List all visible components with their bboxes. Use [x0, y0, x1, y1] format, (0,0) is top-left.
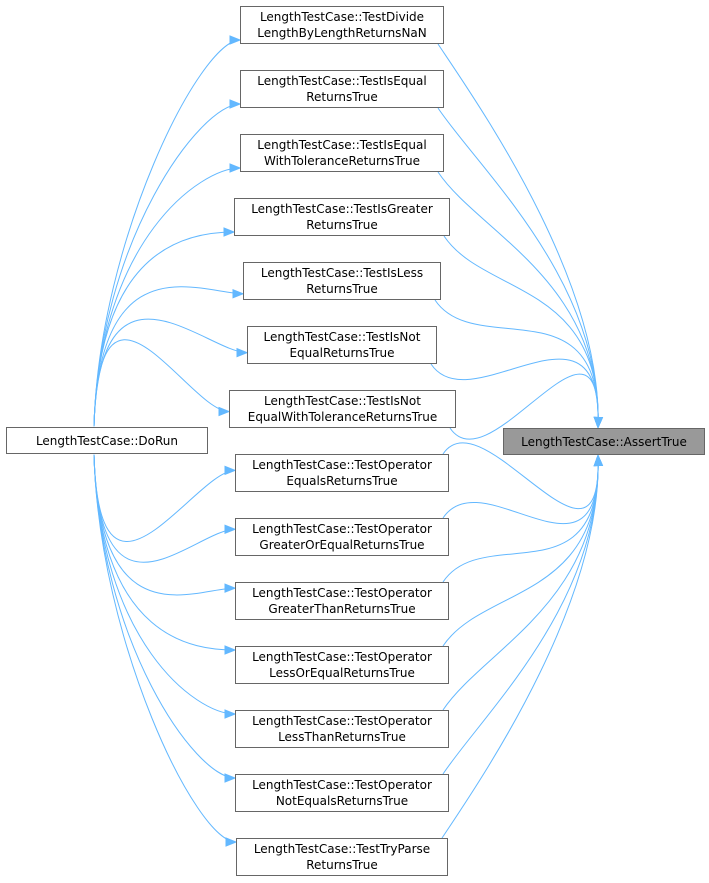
node-label-line-2: GreaterOrEqualReturnsTrue [259, 538, 425, 552]
node-test-is-equal[interactable]: LengthTestCase::TestIsEqual ReturnsTrue [240, 70, 444, 108]
edge-dorun-to-t4 [93, 231, 235, 427]
node-label-line-1: LengthTestCase::TestOperator [252, 778, 432, 792]
edge-t5-to-assert [434, 299, 599, 428]
node-label-line-2: GreaterThanReturnsTrue [268, 602, 416, 616]
edge-dorun-to-t8 [93, 454, 236, 542]
node-label-line-1: LengthTestCase::TestIsNot [263, 330, 421, 344]
node-label-line-1: LengthTestCase::TestIsGreater [251, 202, 433, 216]
node-label-line-2: LessThanReturnsTrue [278, 730, 406, 744]
edge-dorun-to-t2-arrowhead [229, 99, 242, 109]
node-test-operator-less-or-equal[interactable]: LengthTestCase::TestOperator LessOrEqual… [235, 646, 449, 684]
edge-dorun-to-t11-arrowhead [224, 645, 237, 655]
node-label-line-1: LengthTestCase::AssertTrue [521, 434, 687, 449]
node-test-is-equal-with-tolerance[interactable]: LengthTestCase::TestIsEqual WithToleranc… [240, 134, 444, 172]
node-label-line-2: ReturnsTrue [306, 90, 378, 104]
node-assert-true: LengthTestCase::AssertTrue [503, 428, 705, 455]
node-label-line-2: ReturnsTrue [306, 282, 378, 296]
node-label-line-2: WithToleranceReturnsTrue [263, 154, 421, 168]
edge-dorun-to-t6-arrowhead [236, 347, 249, 358]
node-label-line-2: NotEqualsReturnsTrue [275, 794, 409, 808]
edge-dorun-to-t5 [93, 286, 244, 427]
node-label-line-1: LengthTestCase::TestIsEqual [257, 138, 427, 152]
edge-dorun-to-t1 [93, 39, 241, 427]
node-label-line-1: LengthTestCase::TestIsEqual [257, 74, 427, 88]
edge-t7-to-assert [449, 373, 599, 440]
edge-dorun-to-t13 [93, 454, 236, 779]
edge-dorun-to-t5-arrowhead [232, 289, 245, 299]
node-test-operator-equals[interactable]: LengthTestCase::TestOperator EqualsRetur… [235, 454, 449, 492]
edge-t8-to-assert [442, 442, 599, 510]
edge-t12-to-assert [442, 455, 599, 711]
edge-dorun-to-t12-arrowhead [224, 709, 237, 719]
edge-dorun-to-t10 [93, 454, 236, 596]
node-test-is-greater[interactable]: LengthTestCase::TestIsGreater ReturnsTru… [234, 198, 450, 236]
node-label-line-1: LengthTestCase::TestOperator [252, 586, 432, 600]
edge-dorun-to-t3 [93, 167, 241, 427]
edge-dorun-to-t10-arrowhead [224, 583, 237, 593]
node-label-line-1: LengthTestCase::DoRun [35, 433, 179, 448]
node-label-line-2: ReturnsTrue [306, 218, 378, 232]
node-label-line-1: LengthTestCase::TestIsNot [264, 394, 421, 408]
node-label-line-2: LessOrEqualReturnsTrue [269, 666, 415, 680]
edge-dorun-to-t13-arrowhead [224, 773, 237, 783]
edge-t7-to-assert-arrowhead [593, 416, 604, 429]
edge-dorun-to-t9-arrowhead [224, 524, 237, 535]
node-test-operator-not-equals[interactable]: LengthTestCase::TestOperator NotEqualsRe… [235, 774, 449, 812]
edge-t6-to-assert [430, 358, 599, 428]
node-test-is-not-equal[interactable]: LengthTestCase::TestIsNot EqualReturnsTr… [247, 326, 437, 364]
edge-t13-to-assert [442, 455, 599, 775]
edge-dorun-to-t3-arrowhead [229, 163, 242, 173]
edge-t9-to-assert [442, 455, 599, 525]
edge-dorun-to-t1-arrowhead [229, 35, 242, 45]
node-label-line-2: EqualsReturnsTrue [286, 474, 398, 488]
node-test-operator-less-than[interactable]: LengthTestCase::TestOperator LessThanRet… [235, 710, 449, 748]
node-test-operator-greater-than[interactable]: LengthTestCase::TestOperator GreaterThan… [235, 582, 449, 620]
node-label-line-1: LengthTestCase::TestDivide [259, 10, 425, 24]
node-label-line-2: ReturnsTrue [306, 858, 378, 872]
edge-t3-to-assert [437, 171, 599, 428]
edge-dorun-to-t7-arrowhead [218, 406, 231, 417]
edge-t1-to-assert [437, 43, 599, 428]
node-label-line-1: LengthTestCase::TestIsLess [260, 266, 424, 280]
edge-t4-to-assert [443, 235, 599, 428]
edge-dorun-to-t9 [93, 454, 236, 563]
node-label-line-1: LengthTestCase::TestTryParse [253, 842, 431, 856]
edge-dorun-to-t7 [93, 339, 230, 427]
edge-dorun-to-t14 [93, 454, 237, 843]
edge-dorun-to-t12 [93, 454, 236, 715]
node-test-divide-length-by-length[interactable]: LengthTestCase::TestDivide LengthByLengt… [240, 6, 444, 44]
edge-t2-to-assert [437, 107, 599, 428]
edge-t10-to-assert [442, 455, 599, 583]
node-test-try-parse[interactable]: LengthTestCase::TestTryParse ReturnsTrue [236, 838, 448, 876]
node-dorun[interactable]: LengthTestCase::DoRun [6, 427, 208, 454]
edge-t14-to-assert-arrowhead [593, 454, 604, 467]
node-label-line-2: EqualReturnsTrue [289, 346, 395, 360]
node-label-line-1: LengthTestCase::TestOperator [252, 650, 432, 664]
edge-dorun-to-t11 [93, 454, 236, 651]
edge-t14-to-assert [441, 455, 599, 839]
edge-dorun-to-t4-arrowhead [223, 227, 236, 237]
edge-dorun-to-t2 [93, 103, 241, 427]
node-test-is-less[interactable]: LengthTestCase::TestIsLess ReturnsTrue [243, 262, 441, 300]
node-test-is-not-equal-with-tolerance[interactable]: LengthTestCase::TestIsNot EqualWithToler… [229, 390, 456, 428]
edge-dorun-to-t8-arrowhead [224, 465, 237, 476]
edge-t11-to-assert [442, 455, 599, 647]
node-label-line-2: EqualWithToleranceReturnsTrue [247, 410, 438, 424]
node-label-line-1: LengthTestCase::TestOperator [252, 714, 432, 728]
node-label-line-2: LengthByLengthReturnsNaN [257, 26, 427, 40]
node-label-line-1: LengthTestCase::TestOperator [252, 522, 432, 536]
edge-dorun-to-t14-arrowhead [225, 837, 238, 847]
node-test-operator-greater-or-equal[interactable]: LengthTestCase::TestOperator GreaterOrEq… [235, 518, 449, 556]
node-label-line-1: LengthTestCase::TestOperator [252, 458, 432, 472]
